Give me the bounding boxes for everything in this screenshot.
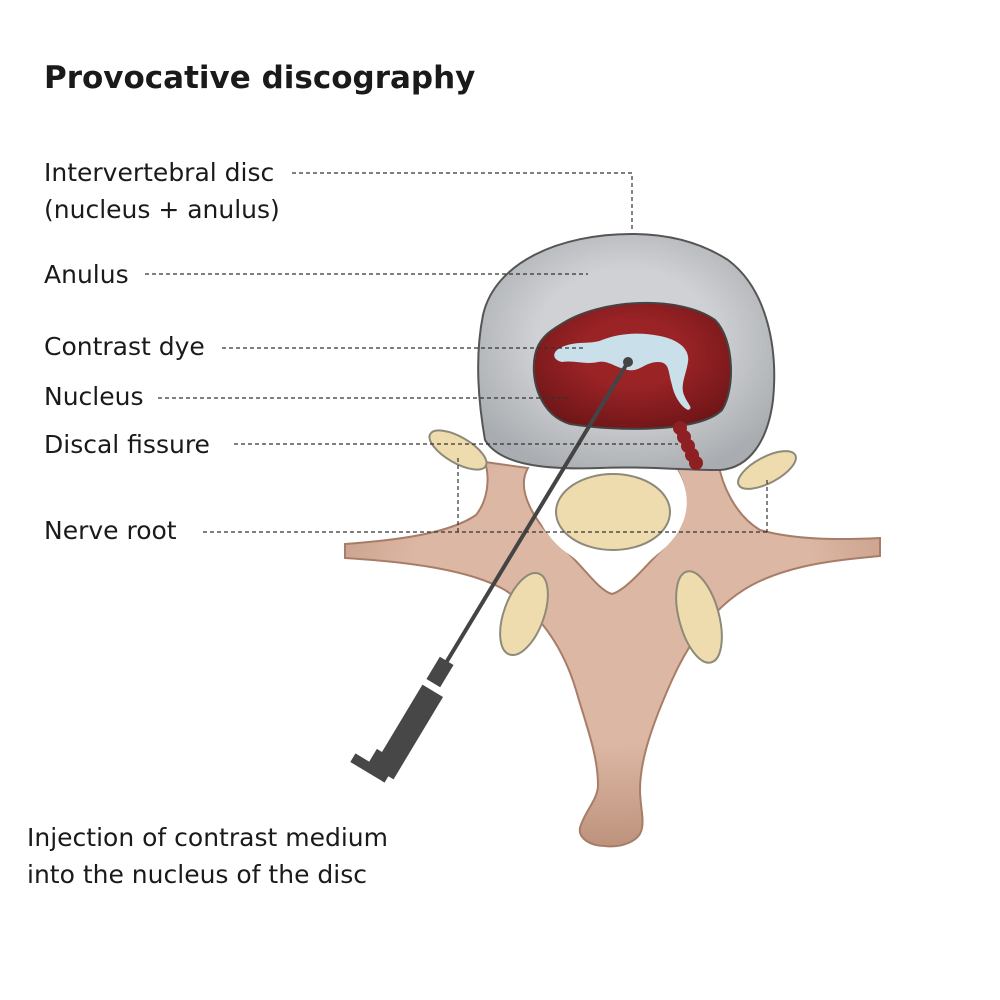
leader-intervertebral-disc [292, 172, 633, 232]
spinal-cord [555, 473, 671, 551]
label-anulus: Anulus [44, 260, 129, 289]
leader-lines [145, 172, 768, 533]
label-discal-fissure: Discal fissure [44, 430, 210, 459]
diagram-title: Provocative discography [44, 60, 476, 96]
label-intervertebral-disc-line2: (nucleus + anulus) [44, 195, 280, 224]
label-intervertebral-disc-line1: Intervertebral disc [44, 158, 275, 187]
label-contrast-dye: Contrast dye [44, 332, 205, 361]
contrast-dye [554, 333, 691, 410]
nerve-root-right-upper [737, 450, 797, 490]
label-nerve-root: Nerve root [44, 516, 177, 545]
label-nucleus: Nucleus [44, 382, 144, 411]
caption-line2: into the nucleus of the disc [27, 860, 367, 889]
discal-fissure [673, 421, 703, 470]
nerve-root-left-upper [428, 429, 488, 471]
facet-left [499, 572, 549, 656]
caption-line1: Injection of contrast medium [27, 823, 388, 852]
facet-right [675, 570, 723, 664]
syringe [350, 357, 633, 783]
